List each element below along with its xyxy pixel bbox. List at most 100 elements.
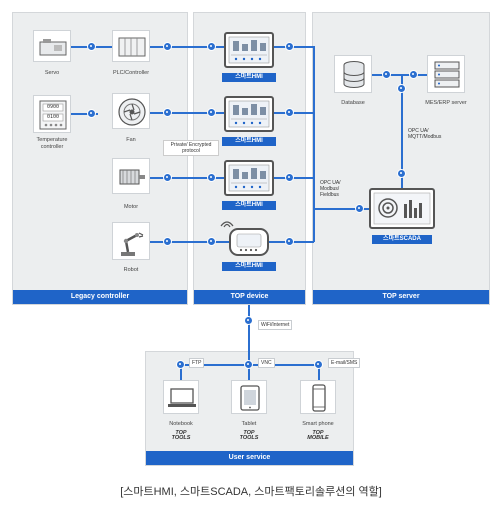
wifi-tag: WiFi/Internet	[258, 320, 293, 330]
email-tag: E-mail/SMS	[328, 358, 361, 368]
temp-readout-top: 0900	[46, 104, 60, 110]
ftp-tag: FTP	[189, 358, 205, 368]
hmi-screen-icon	[228, 164, 270, 192]
connector-dot	[163, 173, 172, 182]
fan-box	[112, 93, 150, 129]
connector-dot	[285, 42, 294, 51]
notebook-box	[163, 380, 199, 414]
user-service-label: User service	[146, 451, 353, 465]
temperature-controller-box: 0900 0100	[33, 95, 71, 133]
hmi-label-4: 스마트HMI	[222, 262, 276, 271]
wire-robot-hmi	[150, 241, 229, 243]
robot-arm-icon	[121, 232, 144, 256]
smartphone-icon	[312, 384, 326, 412]
wire-db-mes	[372, 74, 427, 76]
top-device-panel: TOP device	[193, 12, 306, 305]
connector-dot	[176, 360, 185, 369]
smartphone-label: Smart phone	[302, 421, 334, 427]
connector-dot	[382, 70, 391, 79]
connector-dot	[207, 108, 216, 117]
fan-icon	[118, 98, 146, 126]
connector-dot	[409, 70, 418, 79]
robot-box	[112, 222, 150, 260]
hmi-device-1	[224, 32, 274, 68]
tablet-label: Tablet	[241, 421, 257, 427]
hmi-screen-icon	[228, 100, 270, 128]
wireless-icon	[220, 221, 234, 228]
opc-mqtt-note: OPC UA/ MQTT/Modbus	[408, 128, 442, 140]
temp-readout-bottom: 0100	[46, 114, 60, 120]
scada-screen-icon	[373, 192, 431, 225]
notebook-icon	[168, 388, 196, 407]
connector-dot	[244, 360, 253, 369]
database-box	[334, 55, 372, 93]
mes-erp-box	[427, 55, 465, 93]
connector-dot	[207, 237, 216, 246]
connector-dot	[87, 109, 96, 118]
motor-icon	[119, 169, 145, 185]
database-icon	[343, 61, 365, 88]
scada-display	[369, 188, 435, 229]
connector-dot	[163, 42, 172, 51]
hmi-label-3: 스마트HMI	[222, 201, 276, 210]
connector-dot	[397, 169, 406, 178]
hmi-device-3	[224, 160, 274, 196]
plc-label: PLC/Controller	[112, 70, 150, 76]
legacy-controller-label: Legacy controller	[13, 290, 187, 304]
figure-caption: [스마트HMI, 스마트SCADA, 스마트팩토리솔루션의 역할]	[120, 486, 382, 498]
wire-plc-hmi	[150, 46, 224, 48]
wire-hmi3-bus	[274, 177, 314, 179]
hmi-device-2	[224, 96, 274, 132]
top-server-label: TOP server	[313, 290, 489, 304]
wire-hmi2-bus	[274, 112, 314, 114]
connector-dot	[244, 316, 253, 325]
connector-dot	[285, 173, 294, 182]
mes-erp-label: MES/ERP server	[425, 100, 467, 106]
connector-dot	[285, 237, 294, 246]
connector-dot	[163, 108, 172, 117]
notebook-brand: TOP TOOLS	[171, 430, 191, 441]
smartphone-box	[300, 380, 336, 414]
hmi-screen-icon	[228, 36, 270, 64]
connector-dot	[397, 84, 406, 93]
connector-dot	[285, 108, 294, 117]
tablet-icon	[240, 385, 260, 411]
wire-server-bus	[313, 46, 315, 242]
connector-dot	[87, 42, 96, 51]
connector-dot	[207, 173, 216, 182]
wire-uplink	[248, 305, 250, 365]
tablet-brand: TOP TOOLS	[239, 430, 259, 441]
hmi-device-4	[229, 228, 269, 256]
vnc-tag: VNC	[258, 358, 275, 368]
scada-label: 스마트SCADA	[372, 235, 432, 244]
wire-temp-h	[71, 113, 98, 115]
connector-dot	[355, 204, 364, 213]
servo-label: Servo	[44, 70, 60, 76]
wire-fan-hmi	[150, 112, 224, 114]
wire-hmi1-bus	[274, 46, 314, 48]
notebook-label: Notebook	[169, 421, 193, 427]
opc-fieldbus-note: OPC UA/ Modbus/ Fieldbus	[320, 180, 341, 198]
smartphone-brand: TOP MOBILE	[307, 430, 329, 441]
connector-dot	[207, 42, 216, 51]
plc-icon	[118, 37, 146, 57]
wire-user-tablet	[248, 364, 250, 380]
fan-label: Fan	[126, 137, 136, 143]
connector-dot	[163, 237, 172, 246]
wire-user-notebook	[180, 364, 182, 380]
top-device-label: TOP device	[194, 290, 305, 304]
wire-motor-hmi	[150, 177, 224, 179]
servo-icon	[39, 39, 67, 56]
robot-label: Robot	[123, 267, 139, 273]
temperature-controller-label: Temperature controller	[36, 137, 68, 150]
server-rack-icon	[434, 61, 460, 88]
temperature-controller-icon	[39, 100, 67, 130]
wire-mes-scada	[401, 74, 403, 188]
hmi-label-2: 스마트HMI	[222, 137, 276, 146]
servo-box	[33, 30, 71, 62]
motor-label: Motor	[123, 204, 139, 210]
wire-bus-scada	[313, 208, 369, 210]
private-protocol-note: Private/ Encrypted protocol	[163, 140, 219, 156]
wire-user-phone	[318, 364, 320, 380]
